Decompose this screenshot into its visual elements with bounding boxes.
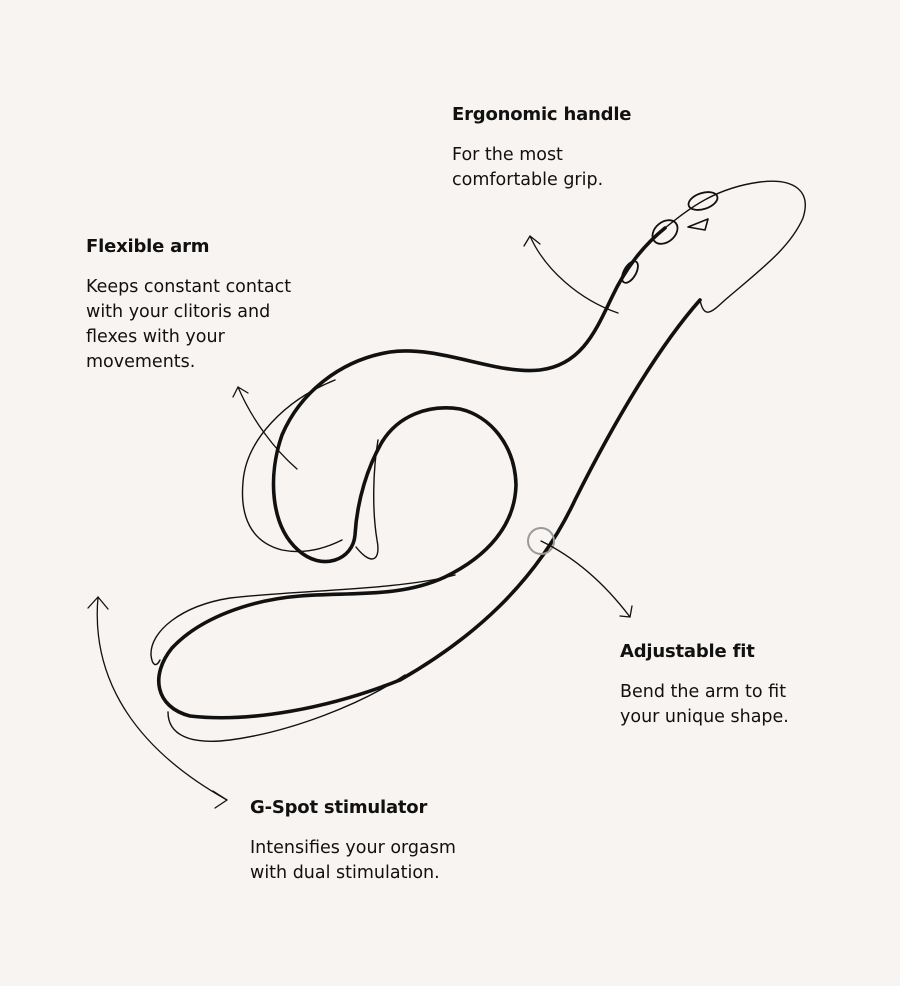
button-middle-icon — [651, 219, 679, 245]
arrow-gspot-upper-head — [87, 596, 109, 610]
callout-g-spot-stimulator: G-Spot stimulator Intensifies your orgas… — [250, 797, 510, 886]
callout-text: Bend the arm to fit your unique shape. — [620, 682, 789, 727]
button-top-icon — [687, 191, 719, 211]
button-bottom-icon — [621, 260, 639, 284]
callout-text: Intensifies your orgasm with dual stimul… — [250, 838, 456, 883]
triangle-button-icon — [687, 218, 709, 231]
shaft-under-outline — [167, 674, 406, 742]
arm-outer-outline — [241, 379, 343, 553]
callout-title: G-Spot stimulator — [250, 797, 428, 818]
adjust-point-marker — [527, 527, 555, 555]
arrow-arm-head — [232, 386, 249, 398]
arrow-gspot — [96, 596, 228, 801]
handle-outline — [664, 180, 806, 313]
callout-flexible-arm: Flexible arm Keeps constant contact with… — [86, 236, 346, 375]
arrow-fit — [540, 540, 631, 618]
callout-text: Keeps constant contact with your clitori… — [86, 277, 292, 372]
arrow-handle — [529, 235, 619, 314]
arm-inner-outline — [355, 439, 379, 560]
callout-title: Adjustable fit — [620, 641, 755, 662]
arrow-handle-head — [523, 235, 541, 247]
callout-text: For the most comfortable grip. — [452, 145, 604, 190]
arrow-gspot-lower-head — [212, 790, 228, 809]
arrow-arm — [237, 386, 298, 470]
arrow-fit-head — [619, 605, 633, 618]
callout-ergonomic-handle: Ergonomic handle For the most comfortabl… — [452, 104, 712, 193]
shaft-back-outline — [150, 574, 456, 666]
main-body-outline — [157, 226, 702, 720]
callout-title: Flexible arm — [86, 236, 210, 257]
callout-adjustable-fit: Adjustable fit Bend the arm to fit your … — [620, 641, 880, 730]
callout-title: Ergonomic handle — [452, 104, 632, 125]
